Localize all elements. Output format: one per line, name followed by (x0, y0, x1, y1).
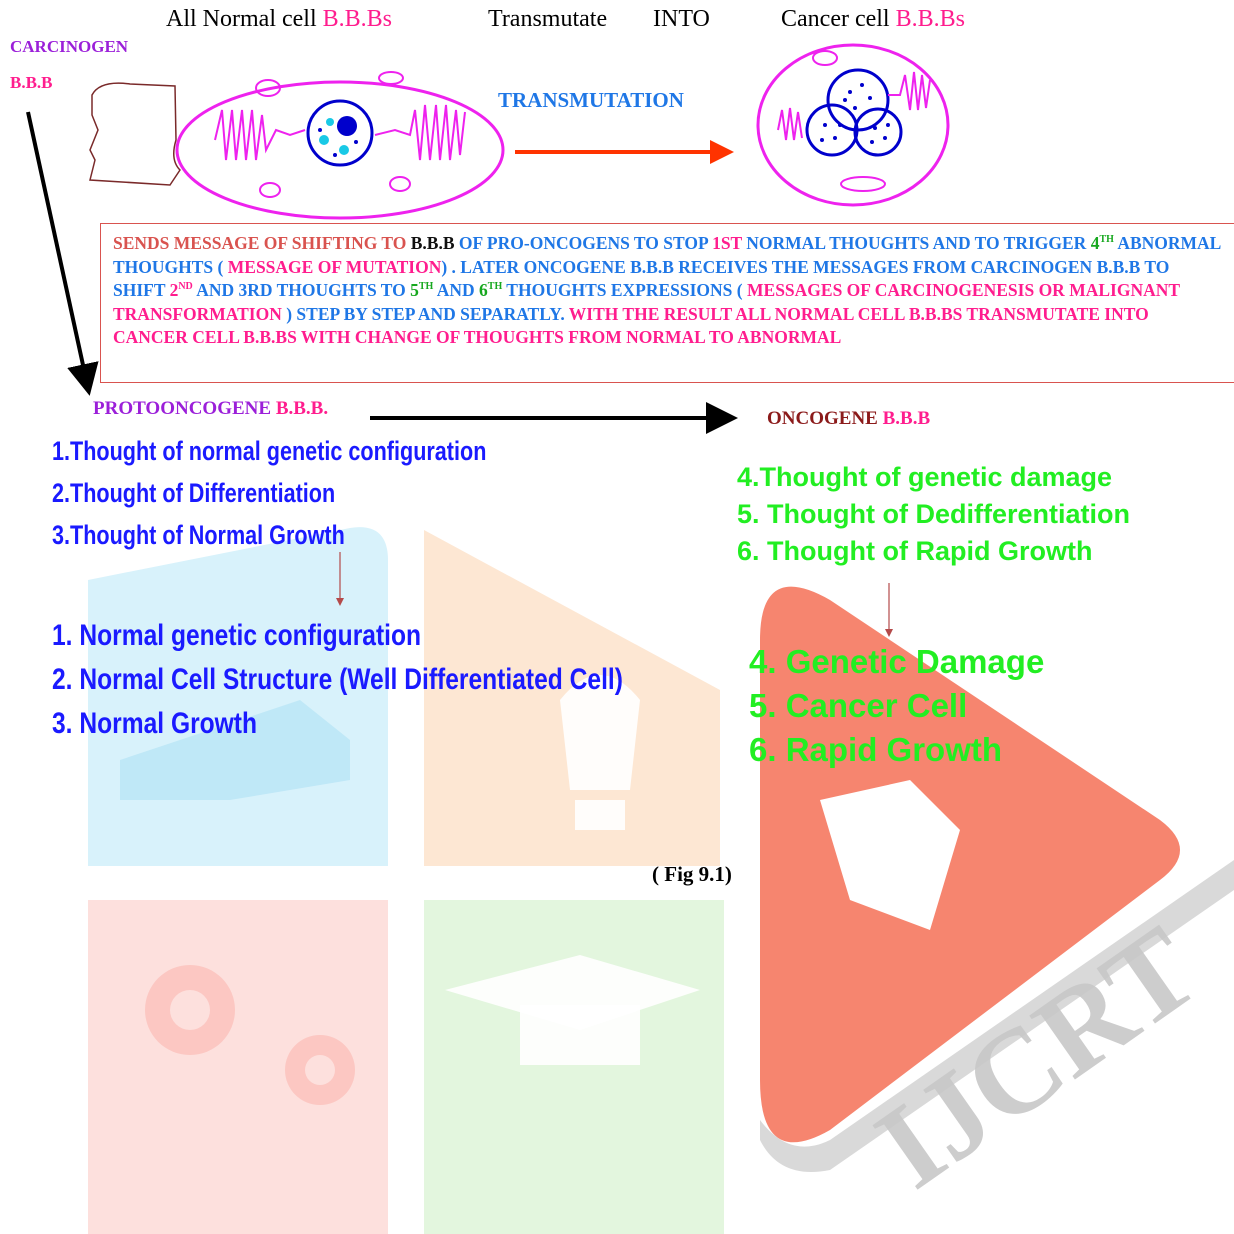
carcinogen-bbb-label: B.B.B (10, 73, 53, 92)
right-result-3: 6. Rapid Growth (749, 731, 1003, 768)
normal-cell (175, 71, 505, 220)
left-thoughts-list: 1.Thought of normal genetic configuratio… (52, 430, 595, 556)
oncogene-bbb: B.B.B (882, 408, 931, 429)
message-segment: ) . LATER ONCOGENE B.B.B RECEIVES THE ME… (113, 256, 1170, 301)
right-thought-1: 4.Thought of genetic damage (737, 462, 1113, 492)
right-thought-3: 6. Thought of Rapid Growth (737, 536, 1093, 566)
message-segment: SENDS MESSAGE OF SHIFTING TO (113, 233, 411, 253)
normal-cell-title: All Normal cell B.B.Bs (166, 6, 392, 33)
watermark-play-shape (760, 586, 1234, 1172)
message-segment: 5 (410, 280, 419, 301)
message-text: SENDS MESSAGE OF SHIFTING TO B.B.B OF PR… (101, 224, 1234, 350)
right-thoughts-list: 4.Thought of genetic damage 5. Thought o… (737, 459, 1130, 570)
message-segment: MESSAGE OF MUTATION (227, 256, 442, 277)
message-segment: ND (178, 281, 193, 293)
protooncogene-bbb: B.B.B. (275, 398, 329, 419)
right-result-1: 4. Genetic Damage (749, 643, 1045, 680)
watermark-tile-blue (88, 527, 388, 866)
message-segment: NORMAL THOUGHTS AND TO TRIGGER (746, 233, 1091, 253)
left-thought-2: 2.Thought of Differentiation (52, 478, 336, 508)
message-segment: ABNORMAL THOUGHTS ( (113, 233, 1221, 277)
watermark-tile-red (88, 900, 388, 1234)
left-result-1: 1. Normal genetic configuration (52, 619, 422, 652)
left-results-list: 1. Normal genetic configuration 2. Norma… (52, 614, 748, 746)
message-segment: WITH THE RESULT ALL NORMAL CELL B.B.BS T… (113, 303, 1149, 348)
into-label: INTO (653, 6, 710, 32)
cancer-cell-title-text: Cancer cell (781, 6, 896, 32)
message-segment: MESSAGES OF CARCINOGENESIS OR MALIGNANT … (113, 280, 1180, 324)
message-segment: THOUGHTS EXPRESSIONS ( (502, 280, 747, 301)
message-segment: ) STEP BY STEP AND SEPARATLY. (286, 303, 569, 324)
message-box: SENDS MESSAGE OF SHIFTING TO B.B.B OF PR… (100, 223, 1234, 383)
carcinogen-shape (89, 82, 181, 186)
protooncogene-label: PROTOONCOGENE B.B.B. (93, 398, 328, 420)
normal-cell-title-bbb: B.B.Bs (322, 6, 392, 32)
right-results-list: 4. Genetic Damage 5. Cancer Cell 6. Rapi… (749, 640, 1044, 772)
left-result-2: 2. Normal Cell Structure (Well Different… (52, 663, 623, 696)
message-segment: B.B.B (410, 233, 459, 253)
message-segment: AND 3RD THOUGHTS TO (192, 280, 411, 301)
message-segment: AND (433, 280, 480, 301)
cancer-cell-title: Cancer cell B.B.Bs (781, 6, 965, 33)
message-segment: TH (1099, 234, 1114, 245)
carcinogen-label: CARCINOGEN (10, 37, 129, 56)
message-segment: OF PRO-ONCOGENS TO STOP (458, 233, 713, 253)
message-segment: TH (418, 281, 434, 293)
normal-cell-title-text: All Normal cell (166, 6, 323, 32)
protooncogene-label-text: PROTOONCOGENE (93, 398, 276, 419)
right-thought-2: 5. Thought of Dedifferentiation (737, 499, 1130, 529)
message-segment: 1ST (712, 233, 747, 253)
cancer-cell-title-bbb: B.B.Bs (895, 6, 965, 32)
watermark-tile-orange (424, 530, 720, 866)
left-result-3: 3. Normal Growth (52, 707, 258, 740)
right-result-2: 5. Cancer Cell (749, 687, 968, 724)
oncogene-label: ONCOGENE B.B.B (767, 408, 930, 430)
message-segment: 6 (479, 280, 488, 301)
message-segment: 4 (1090, 233, 1100, 253)
message-segment: TH (487, 281, 503, 293)
oncogene-label-text: ONCOGENE (767, 408, 883, 429)
figure-caption: ( Fig 9.1) (652, 862, 732, 886)
left-thought-3: 3.Thought of Normal Growth (52, 520, 345, 550)
cancer-cell (756, 43, 950, 207)
message-segment: 2 (169, 280, 179, 301)
left-thought-1: 1.Thought of normal genetic configuratio… (52, 436, 487, 466)
transmutation-label: TRANSMUTATION (498, 88, 684, 112)
carcinogen-arrow (26, 111, 99, 396)
transmutate-label: Transmutate (488, 6, 608, 32)
watermark-tile-green (424, 900, 724, 1234)
